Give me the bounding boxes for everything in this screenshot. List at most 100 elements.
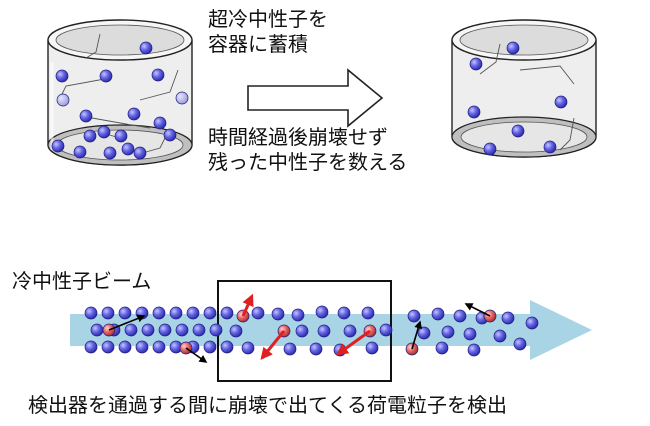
neutron	[163, 128, 177, 142]
neutron-trajectories-after	[479, 43, 575, 151]
neutron	[118, 340, 132, 354]
neutron	[141, 323, 155, 337]
store-caption-line: 超冷中性子を	[208, 7, 328, 31]
neutron	[441, 325, 455, 339]
neutron	[73, 145, 87, 159]
neutron	[90, 323, 104, 337]
neutron	[153, 116, 167, 130]
neutron	[220, 306, 234, 320]
neutron-trajectory	[479, 43, 501, 75]
neutron	[121, 142, 135, 156]
neutron-trajectory	[85, 33, 101, 59]
neutron	[543, 140, 557, 154]
neutron	[365, 341, 379, 355]
neutron	[435, 341, 449, 355]
stored-neutrons-after	[467, 41, 568, 156]
neutron	[158, 323, 172, 337]
beam-particles	[84, 305, 539, 357]
neutron-faint	[175, 91, 189, 105]
decay-emission-arrows	[108, 293, 491, 363]
neutron	[97, 125, 111, 139]
neutron	[79, 109, 93, 123]
count-caption-line: 残った中性子を数える	[208, 150, 408, 174]
neutron	[506, 41, 520, 55]
neutron	[101, 306, 115, 320]
emission-arrow-red	[260, 330, 286, 360]
emission-arrow-red	[336, 329, 371, 356]
neutron	[467, 343, 481, 357]
neutron	[186, 306, 200, 320]
neutron	[511, 124, 525, 138]
neutron	[55, 69, 69, 83]
neutron	[513, 337, 527, 351]
neutron	[291, 308, 305, 322]
neutron	[151, 68, 165, 82]
neutron	[152, 340, 166, 354]
neutron	[379, 323, 393, 337]
neutron	[192, 323, 206, 337]
neutron	[407, 309, 421, 323]
time-elapsed-arrow	[247, 68, 384, 128]
neutron	[152, 306, 166, 320]
neutron	[84, 340, 98, 354]
neutron-faint	[56, 93, 70, 107]
neutron	[469, 57, 483, 71]
neutron	[337, 306, 351, 320]
neutron	[467, 105, 481, 119]
neutron	[271, 307, 285, 321]
neutron	[135, 340, 149, 354]
neutron	[103, 146, 117, 160]
neutron	[118, 306, 132, 320]
container-full	[47, 19, 193, 166]
emission-arrow-black	[108, 314, 146, 331]
neutron	[283, 342, 297, 356]
emission-arrow-red	[241, 293, 254, 317]
emission-arrow-black	[411, 320, 423, 350]
neutron	[220, 340, 234, 354]
emission-arrow-black	[464, 303, 491, 317]
neutron	[251, 306, 265, 320]
count-caption-line: 時間経過後崩壊せず	[208, 125, 388, 149]
neutron	[241, 341, 255, 355]
neutron	[83, 129, 97, 143]
neutron-trajectory	[139, 69, 179, 101]
neutron	[525, 316, 539, 330]
neutron	[317, 324, 331, 338]
neutron	[229, 324, 243, 338]
neutron	[127, 107, 141, 121]
neutron	[139, 41, 153, 55]
neutron	[501, 311, 515, 325]
neutron	[99, 69, 113, 83]
neutron	[361, 306, 375, 320]
neutron	[295, 324, 309, 338]
stored-neutrons-full	[51, 41, 189, 160]
neutron-trajectory	[519, 65, 575, 85]
neutron	[343, 324, 357, 338]
neutron	[417, 326, 431, 340]
detector-caption: 検出器を通過する間に崩壊で出てくる荷電粒子を検出	[28, 393, 507, 417]
neutron-trajectory	[145, 135, 167, 153]
neutron	[114, 129, 128, 143]
neutron	[124, 323, 138, 337]
neutron	[453, 309, 467, 323]
neutron	[431, 307, 445, 321]
neutron	[463, 327, 477, 341]
neutron	[203, 340, 217, 354]
store-caption-line: 容器に蓄積	[208, 32, 308, 56]
neutron-trajectory	[559, 117, 575, 151]
container-after	[451, 19, 597, 158]
neutron	[51, 139, 65, 153]
neutron	[169, 306, 183, 320]
neutron	[133, 146, 147, 160]
count-caption: 時間経過後崩壊せず 残った中性子を数える	[208, 126, 407, 176]
neutron	[493, 329, 507, 343]
neutron	[101, 340, 115, 354]
neutron	[84, 306, 98, 320]
neutron	[175, 323, 189, 337]
neutron-trajectory	[91, 117, 151, 129]
store-caption: 超冷中性子を 容器に蓄積	[208, 8, 328, 58]
neutron	[309, 342, 323, 356]
neutron	[554, 95, 568, 109]
beam-title: 冷中性子ビーム	[12, 269, 152, 293]
